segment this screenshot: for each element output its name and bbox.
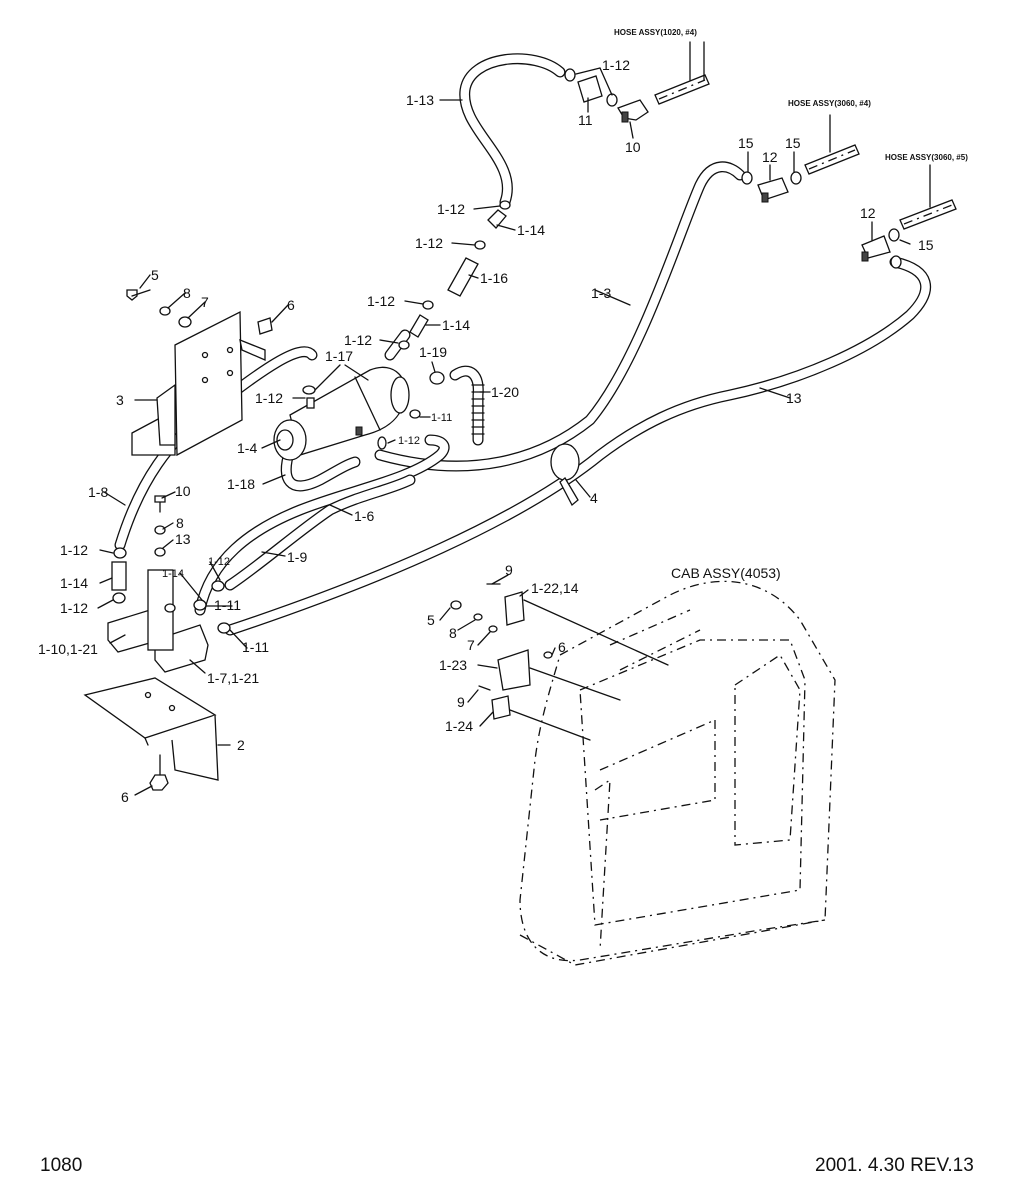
label-8-c: 8 xyxy=(449,625,457,641)
leader-lines xyxy=(97,67,911,796)
hose-1-6 xyxy=(194,434,450,616)
label-1-10-1-21: 1-10,1-21 xyxy=(38,641,98,657)
label-1-12-i: 1-12 xyxy=(60,600,88,616)
label-1-12-e: 1-12 xyxy=(255,390,283,406)
label-1-9: 1-9 xyxy=(287,549,307,565)
label-1-12-top: 1-12 xyxy=(602,57,630,73)
label-4: 4 xyxy=(590,490,598,506)
hose-13 xyxy=(224,256,932,636)
filter-assembly xyxy=(273,366,445,461)
cab-brackets xyxy=(450,583,669,741)
label-10-top: 10 xyxy=(625,139,641,155)
label-1-14-b: 1-14 xyxy=(442,317,470,333)
label-hose-assy-3060-4: HOSE ASSY(3060, #4) xyxy=(788,99,871,108)
label-1-11-b: 1-11 xyxy=(214,597,241,613)
label-1-6: 1-6 xyxy=(354,508,374,524)
label-1-8: 1-8 xyxy=(88,484,108,500)
label-5-a: 5 xyxy=(151,267,159,283)
label-15-a: 15 xyxy=(738,135,754,151)
label-6-a: 6 xyxy=(287,297,295,313)
callouts: HOSE ASSY(1020, #4) HOSE ASSY(3060, #4) … xyxy=(38,28,968,805)
label-10-b: 10 xyxy=(175,483,191,499)
label-8-b: 8 xyxy=(176,515,184,531)
label-15-b: 15 xyxy=(785,135,801,151)
label-1-12-d: 1-12 xyxy=(344,332,372,348)
label-1-12-g: 1-12 xyxy=(208,556,230,568)
label-12-a: 12 xyxy=(762,149,778,165)
bracket-3 xyxy=(126,289,273,457)
label-1-4: 1-4 xyxy=(237,440,257,456)
hose-1-18 xyxy=(280,444,361,492)
label-13-a: 13 xyxy=(786,390,802,406)
revision-date: 2001. 4.30 REV.13 xyxy=(815,1155,974,1176)
hose-1-13 xyxy=(459,53,566,208)
label-1-3: 1-3 xyxy=(591,285,611,301)
label-15-c: 15 xyxy=(918,237,934,253)
label-1-13: 1-13 xyxy=(406,92,434,108)
label-3: 3 xyxy=(116,392,124,408)
label-1-17: 1-17 xyxy=(325,348,353,364)
label-1-12-a: 1-12 xyxy=(437,201,465,217)
label-11: 11 xyxy=(578,112,593,128)
label-1-20: 1-20 xyxy=(491,384,519,400)
page-number: 1080 xyxy=(40,1155,83,1176)
label-1-23: 1-23 xyxy=(439,657,467,673)
label-1-18: 1-18 xyxy=(227,476,255,492)
cab-assy xyxy=(519,580,836,966)
hose-assy-1020-stub xyxy=(654,41,710,105)
label-7-a: 7 xyxy=(201,294,209,310)
hose-assy-3060-4-stub xyxy=(804,114,860,175)
hose-assy-3060-5-stub xyxy=(899,164,957,230)
label-1-11-c: 1-11 xyxy=(242,639,269,655)
valve-assembly xyxy=(83,495,231,791)
label-1-14-d: 1-14 xyxy=(60,575,88,591)
clamp-4 xyxy=(550,443,580,507)
label-1-14-c: 1-14 xyxy=(162,568,184,580)
label-1-7-1-21: 1-7,1-21 xyxy=(207,670,259,686)
label-9-a: 9 xyxy=(505,562,513,578)
label-12-b: 12 xyxy=(860,205,876,221)
label-6-c: 6 xyxy=(558,639,566,655)
label-6-b: 6 xyxy=(121,789,129,805)
hose-1-9 xyxy=(224,474,416,591)
fittings xyxy=(398,68,902,350)
label-1-12-c: 1-12 xyxy=(367,293,395,309)
label-1-14-a: 1-14 xyxy=(517,222,545,238)
label-1-19: 1-19 xyxy=(419,344,447,360)
label-1-12-f: 1-12 xyxy=(398,435,420,447)
label-1-12-h: 1-12 xyxy=(60,542,88,558)
label-hose-assy-1020: HOSE ASSY(1020, #4) xyxy=(614,28,697,37)
label-2: 2 xyxy=(237,737,245,753)
label-7-b: 7 xyxy=(467,637,475,653)
hose-1-20 xyxy=(449,365,485,446)
label-5-b: 5 xyxy=(427,612,435,628)
label-1-12-b: 1-12 xyxy=(415,235,443,251)
hose-1-3 xyxy=(374,161,746,472)
label-1-11-a: 1-11 xyxy=(431,412,452,424)
label-13-b: 13 xyxy=(175,531,191,547)
label-8-a: 8 xyxy=(183,285,191,301)
label-9-b: 9 xyxy=(457,694,465,710)
label-1-24: 1-24 xyxy=(445,718,473,734)
hose-1-19 xyxy=(384,329,411,361)
label-1-22-14: 1-22,14 xyxy=(531,580,579,596)
label-cab-assy: CAB ASSY(4053) xyxy=(671,565,781,581)
label-hose-assy-3060-5: HOSE ASSY(3060, #5) xyxy=(885,153,968,162)
label-1-16: 1-16 xyxy=(480,270,508,286)
